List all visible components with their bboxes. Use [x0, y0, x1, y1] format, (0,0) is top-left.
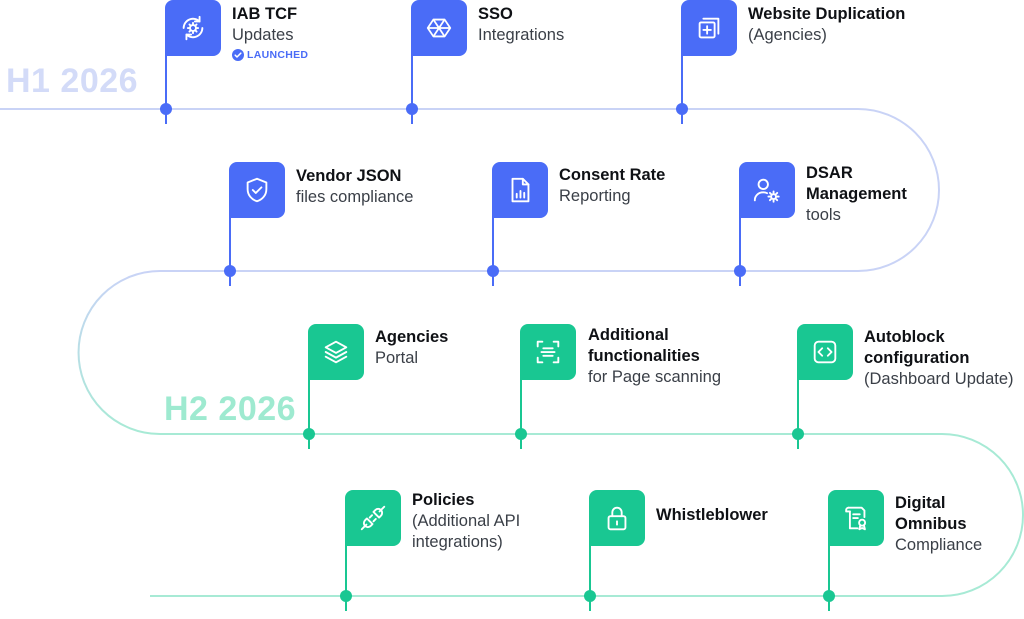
milestone-title: Website Duplication [748, 5, 906, 23]
milestone-dot [303, 428, 315, 440]
milestone-subtitle: Compliance [895, 536, 983, 554]
milestone-dot [792, 428, 804, 440]
milestone-title: Consent Rate [559, 166, 666, 184]
milestone-dot [224, 265, 236, 277]
period-label-h1: H1 2026 [6, 62, 139, 100]
milestone-label: DSAR Management tools [806, 163, 918, 226]
status-badge: LAUNCHED [232, 49, 308, 61]
scan-icon [536, 340, 560, 364]
milestone-label: Additional functionalities for Page scan… [588, 325, 748, 388]
milestone-icon-box [828, 490, 884, 546]
user-gear-icon [753, 178, 780, 203]
milestone-subtitle: (Additional API integrations) [412, 512, 521, 551]
milestone-dot [515, 428, 527, 440]
check-circle-icon [232, 49, 244, 61]
milestone-dot [584, 590, 596, 602]
milestone-icon-box [229, 162, 285, 218]
gear-refresh-icon [182, 15, 204, 41]
milestone-label: Policies (Additional API integrations) [412, 490, 544, 553]
milestone-icon-box [739, 162, 795, 218]
milestone-title: IAB TCF [232, 5, 298, 23]
h1-track-line [0, 108, 940, 272]
milestone-dot [487, 265, 499, 277]
milestone-title: Autoblock configuration [864, 328, 970, 367]
milestone-icon-box [345, 490, 401, 546]
milestone-subtitle: Integrations [478, 26, 565, 44]
milestone-icon-box [492, 162, 548, 218]
status-badge-label: LAUNCHED [247, 49, 309, 61]
network-icon [426, 18, 452, 38]
milestone-subtitle: Reporting [559, 187, 631, 205]
milestone-subtitle: Portal [375, 349, 419, 367]
period-label-h2: H2 2026 [164, 390, 297, 428]
milestone-subtitle: files compliance [296, 188, 414, 206]
certificate-icon [845, 506, 867, 531]
milestone-dot [676, 103, 688, 115]
milestone-label: Whistleblower [656, 505, 768, 526]
shield-check-icon [246, 177, 268, 203]
milestone-label: Vendor JSON files compliance [296, 166, 413, 208]
milestone-dot [734, 265, 746, 277]
report-chart-icon [511, 177, 530, 203]
milestone-title: Agencies [375, 328, 449, 346]
milestone-title: Digital Omnibus [895, 494, 967, 533]
milestone-icon-box [589, 490, 645, 546]
milestone-title: Policies [412, 491, 475, 509]
transition-track-line [77, 270, 161, 435]
milestone-title: DSAR Management [806, 164, 907, 203]
milestone-title: Whistleblower [656, 506, 768, 524]
milestone-label: Website Duplication (Agencies) [748, 4, 905, 46]
milestone-subtitle: for Page scanning [588, 368, 722, 386]
duplicate-icon [698, 17, 720, 39]
code-icon [813, 340, 837, 364]
milestone-icon-box [411, 0, 467, 56]
milestone-dot [823, 590, 835, 602]
milestone-icon-box [308, 324, 364, 380]
layers-icon [324, 340, 348, 364]
milestone-label: Autoblock configuration (Dashboard Updat… [864, 327, 1022, 390]
h2-track-line [150, 433, 1024, 597]
milestone-title: Additional functionalities [588, 326, 700, 365]
milestone-label: Agencies Portal [375, 327, 448, 369]
milestone-subtitle: (Dashboard Update) [864, 370, 1014, 388]
milestone-label: SSO Integrations [478, 4, 564, 46]
milestone-subtitle: (Agencies) [748, 26, 827, 44]
milestone-icon-box [797, 324, 853, 380]
plug-icon [360, 505, 386, 531]
milestone-icon-box [165, 0, 221, 56]
milestone-label: Consent Rate Reporting [559, 165, 665, 207]
milestone-dot [406, 103, 418, 115]
milestone-icon-box [681, 0, 737, 56]
milestone-dot [340, 590, 352, 602]
milestone-title: Vendor JSON [296, 167, 402, 185]
milestone-icon-box [520, 324, 576, 380]
milestone-label: IAB TCF Updates LAUNCHED [232, 4, 308, 61]
milestone-dot [160, 103, 172, 115]
lock-icon [607, 506, 627, 531]
milestone-title: SSO [478, 5, 513, 23]
milestone-subtitle: Updates [232, 26, 294, 44]
milestone-label: Digital Omnibus Compliance [895, 493, 1015, 556]
milestone-subtitle: tools [806, 206, 841, 224]
